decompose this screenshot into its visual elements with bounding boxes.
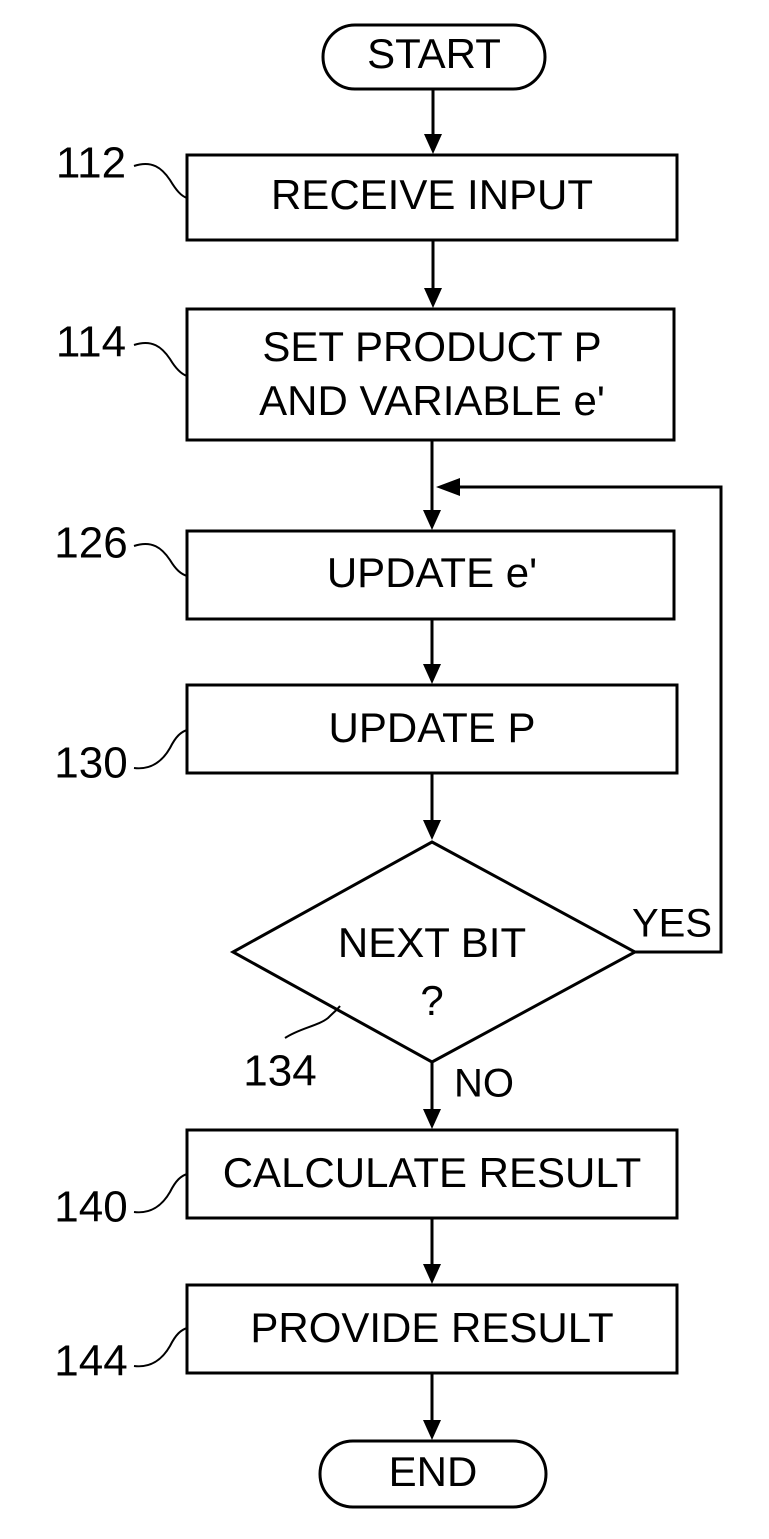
update-p-label: UPDATE P bbox=[329, 704, 536, 751]
connector-calculate-to-provide bbox=[423, 1218, 441, 1284]
ref-112: 112 bbox=[56, 139, 187, 198]
connector-set-product-to-update-e bbox=[423, 440, 441, 530]
ref-130: 130 bbox=[54, 730, 187, 788]
decision-next-bit: NEXT BIT ? bbox=[233, 842, 635, 1062]
receive-input-label: RECEIVE INPUT bbox=[271, 171, 593, 218]
end-terminal: END bbox=[320, 1441, 546, 1507]
ref-134-label: 134 bbox=[243, 1047, 316, 1096]
step-update-e: UPDATE e' bbox=[187, 531, 674, 619]
set-product-line2: AND VARIABLE e' bbox=[259, 377, 605, 424]
ref-112-label: 112 bbox=[56, 139, 126, 188]
start-terminal: START bbox=[323, 25, 545, 89]
end-label: END bbox=[389, 1448, 478, 1495]
step-update-p: UPDATE P bbox=[187, 685, 677, 773]
step-receive-input: RECEIVE INPUT bbox=[187, 155, 677, 240]
ref-114-label: 114 bbox=[56, 318, 126, 367]
ref-126-label: 126 bbox=[54, 519, 127, 568]
connector-receive-input-to-set-product bbox=[424, 240, 442, 308]
yes-label: YES bbox=[632, 902, 712, 946]
ref-144: 144 bbox=[54, 1328, 187, 1386]
connector-start-to-receive-input bbox=[424, 89, 442, 154]
ref-140: 140 bbox=[54, 1174, 187, 1232]
start-label: START bbox=[367, 30, 501, 77]
connector-no-to-calculate-result: NO bbox=[423, 1062, 514, 1129]
ref-114: 114 bbox=[56, 318, 187, 376]
no-label: NO bbox=[454, 1062, 514, 1106]
ref-126: 126 bbox=[54, 519, 187, 576]
calculate-result-label: CALCULATE RESULT bbox=[223, 1149, 642, 1196]
set-product-line1: SET PRODUCT P bbox=[262, 323, 601, 370]
step-provide-result: PROVIDE RESULT bbox=[187, 1285, 677, 1373]
ref-140-label: 140 bbox=[54, 1183, 127, 1232]
decision-line1: NEXT BIT bbox=[338, 919, 526, 966]
connector-update-p-to-decision bbox=[423, 773, 441, 840]
ref-130-label: 130 bbox=[54, 739, 127, 788]
connector-provide-to-end bbox=[423, 1373, 441, 1440]
ref-134: 134 bbox=[243, 1006, 340, 1096]
provide-result-label: PROVIDE RESULT bbox=[250, 1304, 613, 1351]
connector-update-e-to-update-p bbox=[423, 619, 441, 684]
decision-line2: ? bbox=[420, 977, 443, 1024]
step-set-product: SET PRODUCT P AND VARIABLE e' bbox=[187, 309, 674, 440]
step-calculate-result: CALCULATE RESULT bbox=[187, 1130, 677, 1218]
ref-144-label: 144 bbox=[54, 1337, 127, 1386]
update-e-label: UPDATE e' bbox=[327, 549, 537, 596]
